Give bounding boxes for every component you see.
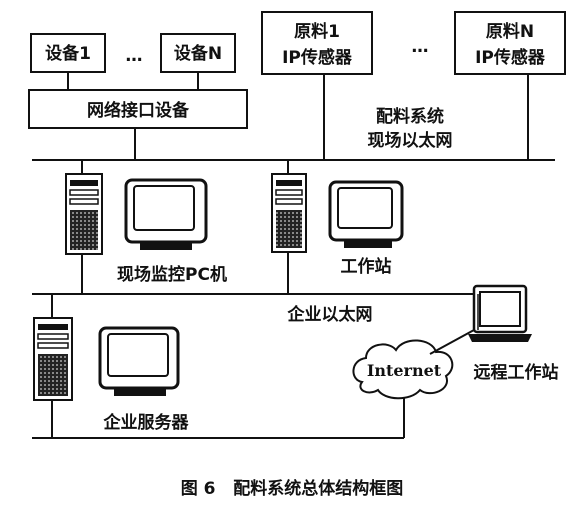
network-interface-label: 网络接口设备 (87, 100, 190, 121)
internet-cloud-icon (352, 339, 454, 400)
monitor-pc-tower-icon (65, 173, 103, 255)
monitor-pc-monitor-icon (124, 178, 208, 250)
enterprise-server-tower-icon (33, 317, 73, 401)
field-ethernet-label-1: 配料系统 (376, 106, 444, 127)
device-1-label: 设备1 (45, 43, 91, 64)
field-ethernet-label-2: 现场以太网 (368, 130, 453, 151)
internet-remote-link (429, 329, 475, 355)
device-n-node: 设备N (160, 33, 236, 73)
network-interface-node: 网络接口设备 (28, 89, 248, 129)
sensors-ellipsis: … (412, 37, 429, 57)
devices-ellipsis: … (126, 46, 143, 66)
figure-caption: 图 6 配料系统总体结构框图 (181, 478, 404, 499)
remote-workstation-laptop-icon (468, 284, 532, 342)
enterprise-server-label: 企业服务器 (103, 412, 190, 433)
workstation-tower-icon (271, 173, 307, 253)
enterprise-ethernet-label: 企业以太网 (287, 304, 373, 325)
device-n-label: 设备N (174, 43, 222, 64)
sensor-1-node: 原料1 IP传感器 (261, 11, 373, 75)
internet-label: Internet (367, 361, 442, 380)
sensor-1-type: IP传感器 (282, 47, 353, 68)
workstation-label: 工作站 (341, 256, 392, 277)
sensor-1-name: 原料1 (294, 21, 340, 42)
sensor-n-name: 原料N (486, 21, 534, 42)
monitor-pc-label: 现场监控PC机 (117, 264, 227, 285)
workstation-monitor-icon (328, 180, 404, 248)
remote-workstation-label: 远程工作站 (474, 362, 559, 383)
enterprise-server-monitor-icon (98, 326, 180, 396)
sensor-n-type: IP传感器 (475, 47, 546, 68)
sensor-n-node: 原料N IP传感器 (454, 11, 566, 75)
device-1-node: 设备1 (30, 33, 106, 73)
